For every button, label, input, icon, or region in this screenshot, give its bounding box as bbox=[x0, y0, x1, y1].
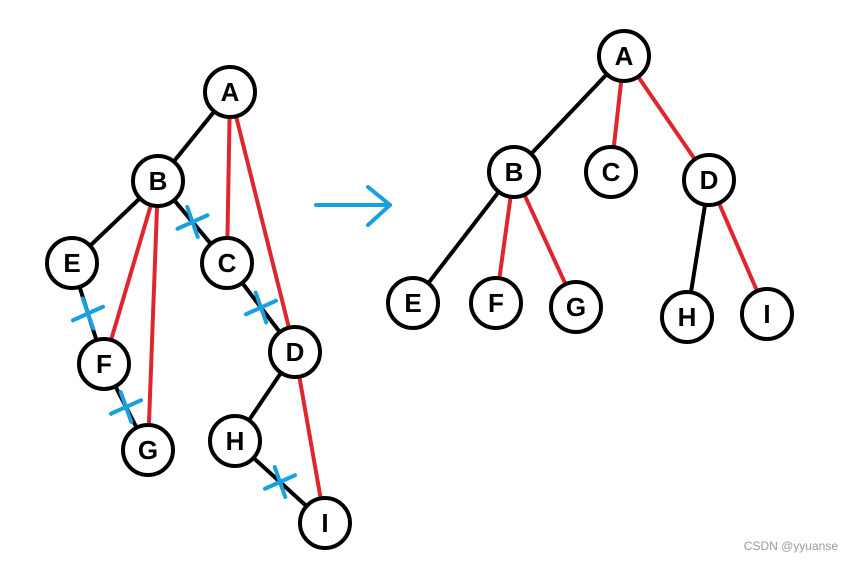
right-node-h: H bbox=[660, 290, 714, 344]
left-node-label-h: H bbox=[226, 426, 245, 456]
right-tree: A B C D E F G H I bbox=[386, 29, 794, 344]
right-edge-b-g bbox=[521, 190, 569, 289]
left-node-label-a: A bbox=[221, 77, 240, 107]
left-cross-mark-h-i bbox=[263, 465, 297, 499]
left-cross-mark-b-c bbox=[175, 205, 210, 239]
left-node-f: F bbox=[77, 337, 131, 391]
left-node-h: H bbox=[208, 414, 262, 468]
right-edge-b-e bbox=[425, 188, 502, 287]
right-node-label-d: D bbox=[700, 165, 719, 195]
right-node-f: F bbox=[469, 276, 523, 330]
left-cross-mark-f-g bbox=[109, 390, 143, 424]
right-node-d: D bbox=[682, 153, 736, 207]
left-edge-a-c bbox=[225, 112, 232, 243]
left-cross-mark-e-f bbox=[71, 296, 105, 331]
left-node-label-b: B bbox=[149, 166, 168, 196]
left-edge-d-i bbox=[296, 372, 324, 503]
left-node-label-e: E bbox=[63, 248, 80, 278]
left-node-i: I bbox=[298, 496, 352, 550]
right-node-b: B bbox=[487, 145, 541, 199]
left-node-b: B bbox=[131, 154, 185, 208]
left-edge-b-e bbox=[86, 194, 144, 250]
right-node-i: I bbox=[740, 287, 794, 341]
left-node-label-d: D bbox=[286, 337, 305, 367]
right-node-label-c: C bbox=[602, 157, 621, 187]
right-node-a: A bbox=[597, 29, 651, 83]
right-edge-d-h bbox=[688, 200, 708, 297]
left-node-e: E bbox=[45, 236, 99, 290]
left-node-label-f: F bbox=[96, 349, 112, 379]
left-edge-a-b bbox=[170, 107, 218, 166]
right-node-label-f: F bbox=[488, 288, 504, 318]
right-edge-a-b bbox=[527, 70, 611, 158]
left-edge-d-h bbox=[245, 369, 285, 424]
left-edge-a-d bbox=[233, 112, 292, 332]
left-node-label-g: G bbox=[138, 435, 158, 465]
left-node-d: D bbox=[268, 325, 322, 379]
right-node-label-b: B bbox=[505, 157, 524, 187]
right-node-label-e: E bbox=[404, 288, 421, 318]
right-edge-a-c bbox=[611, 76, 624, 152]
right-node-e: E bbox=[386, 276, 440, 330]
left-cross-mark-c-d bbox=[244, 290, 278, 325]
left-node-label-i: I bbox=[321, 508, 328, 538]
right-node-c: C bbox=[584, 145, 638, 199]
transform-arrow bbox=[314, 185, 392, 227]
left-node-c: C bbox=[200, 236, 254, 290]
right-node-label-a: A bbox=[615, 41, 634, 71]
watermark-text: CSDN @yyuanse bbox=[743, 539, 838, 553]
arrow-head bbox=[366, 185, 392, 227]
right-edge-d-i bbox=[716, 199, 760, 295]
right-edge-b-f bbox=[497, 192, 513, 283]
left-node-g: G bbox=[121, 423, 175, 477]
right-node-g: G bbox=[549, 280, 603, 334]
left-node-label-c: C bbox=[218, 248, 237, 278]
right-node-label-g: G bbox=[566, 292, 586, 322]
left-edge-b-g bbox=[146, 201, 160, 430]
left-node-a: A bbox=[203, 65, 257, 119]
right-edge-a-d bbox=[635, 72, 698, 164]
left-edge-b-f bbox=[108, 201, 154, 344]
right-node-label-i: I bbox=[763, 299, 770, 329]
right-node-label-h: H bbox=[678, 302, 697, 332]
left-tree: A B C D E F G H I bbox=[45, 65, 352, 550]
